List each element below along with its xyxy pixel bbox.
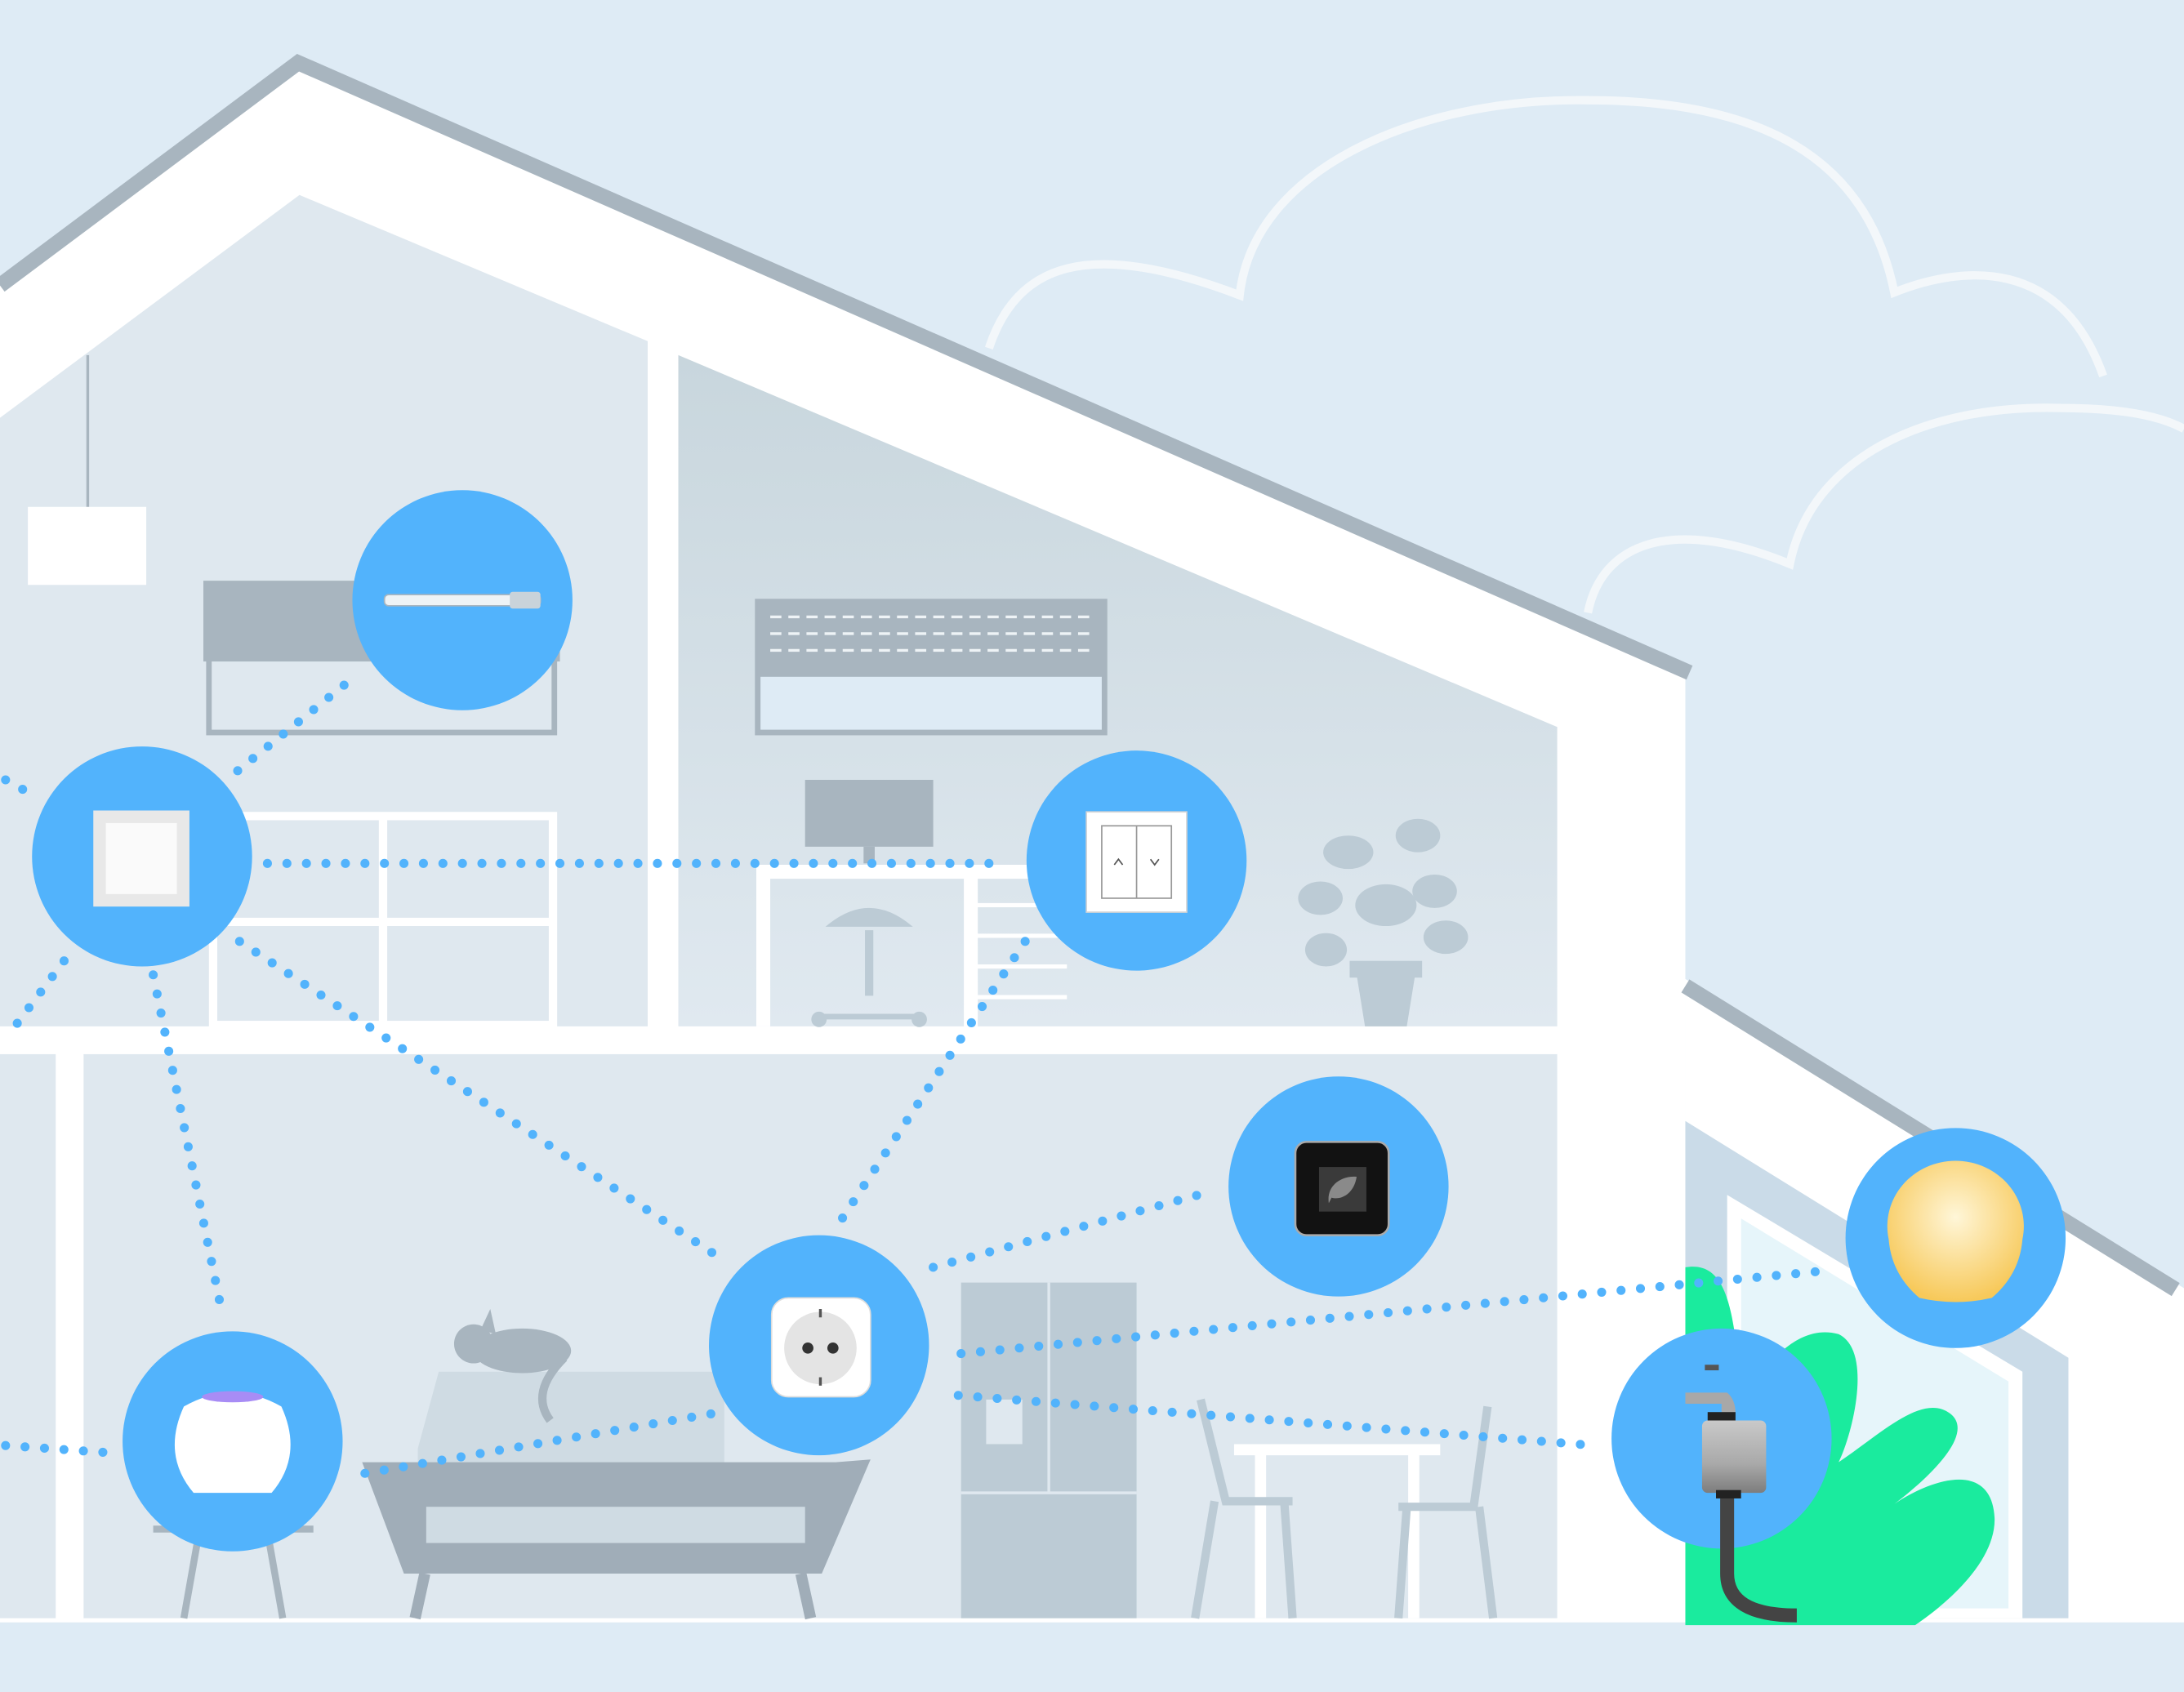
dining-table <box>1233 1444 1441 1619</box>
monitor <box>805 779 934 847</box>
smart-speaker-device[interactable] <box>123 1331 343 1552</box>
lower-room-left <box>0 1053 56 1619</box>
ground <box>0 1625 2184 1692</box>
double-switch-icon <box>1085 811 1188 913</box>
potted-plant <box>1298 818 1469 1026</box>
wall-switch-icon <box>93 810 189 907</box>
power-socket-device[interactable] <box>709 1235 929 1456</box>
smart-speaker-icon <box>174 1391 291 1494</box>
desk <box>756 865 1067 1026</box>
desk-chair <box>811 907 927 1027</box>
lamp-icon <box>1887 1160 2024 1302</box>
power-socket-icon <box>770 1297 871 1398</box>
blind-motor-device[interactable] <box>352 490 573 710</box>
thermostat-leaf-icon <box>1294 1141 1390 1236</box>
ceiling-lamp <box>28 506 147 586</box>
blind-motor-icon <box>383 591 542 609</box>
clouds <box>984 96 2184 614</box>
water-valve-icon <box>1685 1365 1797 1623</box>
fridge <box>961 1282 1137 1619</box>
sofa <box>362 1371 871 1620</box>
connection-lines <box>1 680 1838 1478</box>
roof-edge <box>0 53 1693 680</box>
skylight-blind <box>757 601 1105 677</box>
thermostat-device[interactable] <box>1228 1076 1449 1297</box>
water-valve-device[interactable] <box>1611 1328 1832 1623</box>
lamp-device[interactable] <box>1845 1128 2066 1348</box>
cat <box>453 1309 572 1423</box>
double-switch-device[interactable] <box>1026 750 1247 971</box>
wall-switch-device[interactable] <box>32 746 252 967</box>
